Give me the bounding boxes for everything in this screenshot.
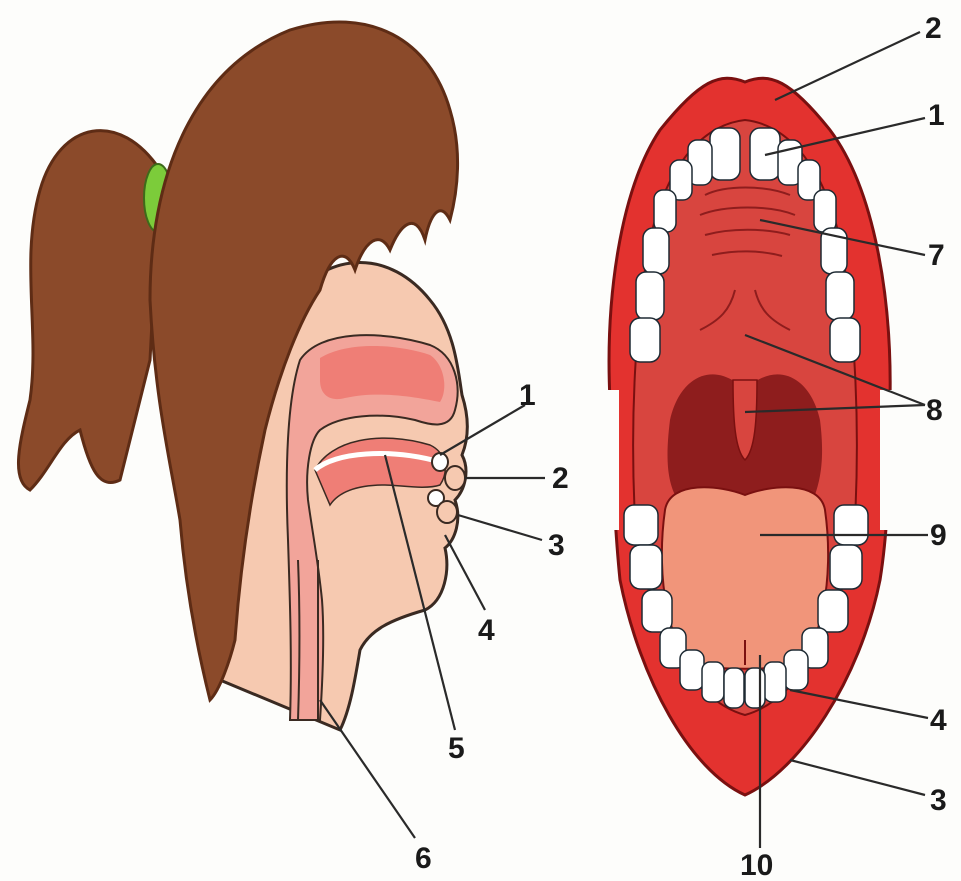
head-profile (18, 22, 467, 730)
label-p1: 1 (519, 379, 536, 412)
label-p3: 3 (548, 529, 565, 562)
label-p4: 4 (478, 614, 495, 647)
label-m2: 2 (925, 12, 942, 45)
label-m7: 7 (928, 239, 945, 272)
label-m8: 8 (926, 394, 943, 427)
label-p6: 6 (415, 842, 432, 875)
right-cheek-gap (880, 390, 896, 530)
label-m1: 1 (928, 99, 945, 132)
label-m3: 3 (930, 784, 947, 817)
upper-lip (445, 466, 465, 490)
label-p5: 5 (448, 732, 465, 765)
lower-lip (437, 501, 457, 523)
label-m9: 9 (930, 519, 947, 552)
upper-lip-tooth (432, 453, 448, 471)
ponytail (18, 131, 160, 490)
left-cheek-gap (603, 390, 619, 530)
nasal-cavity-inner (320, 346, 444, 402)
label-m10: 10 (740, 849, 773, 881)
label-p2: 2 (552, 462, 569, 495)
open-mouth (603, 78, 896, 795)
label-m4: 4 (930, 704, 947, 737)
